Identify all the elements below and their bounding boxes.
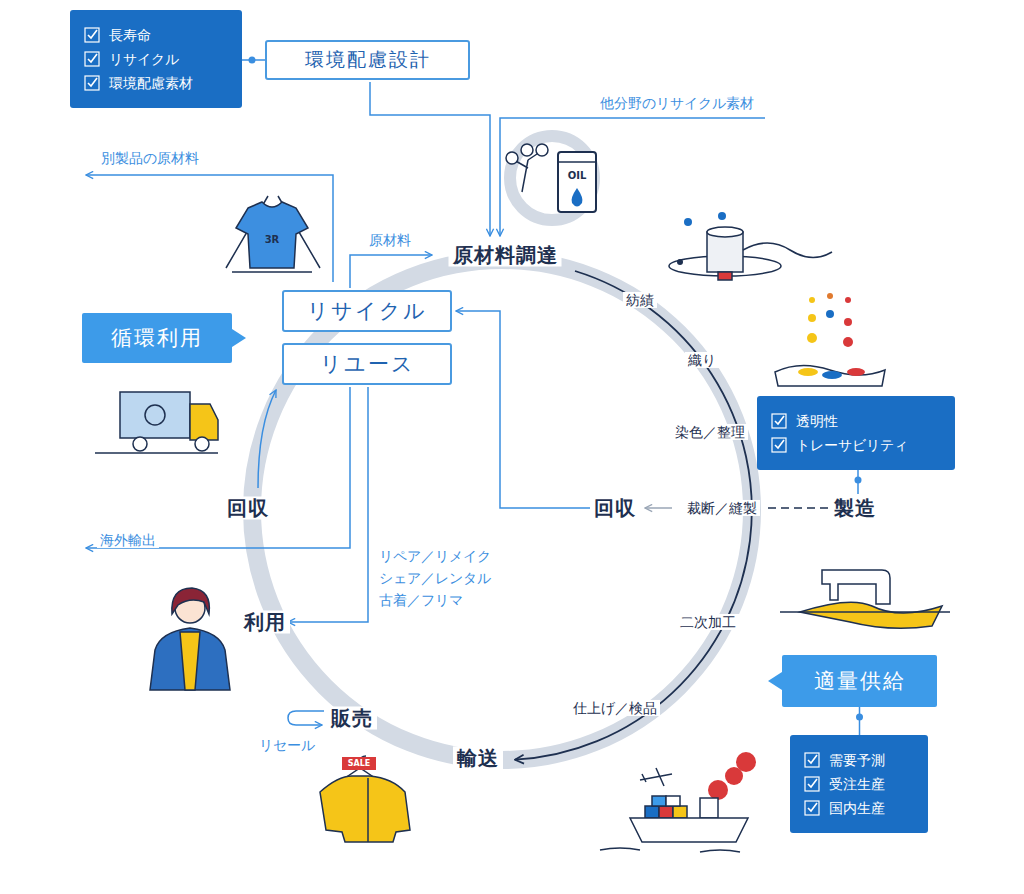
note-label: 他分野のリサイクル素材 [597, 95, 757, 111]
step-label: 紡績 [623, 292, 657, 308]
truck [95, 392, 218, 453]
sewing-machine [780, 570, 950, 628]
checklist-box: 長寿命リサイクル環境配慮素材 [70, 10, 242, 108]
shirt-text: 3R [265, 234, 280, 246]
checkbox-icon [804, 776, 820, 792]
box-text: 適量供給 [814, 667, 906, 695]
note-label: リセール [256, 737, 318, 753]
check-text: 長寿命 [109, 23, 151, 47]
check-row: リサイクル [84, 47, 179, 71]
check-row: 国内生産 [804, 796, 885, 820]
checkbox-icon [771, 437, 787, 453]
cycle-ring [252, 260, 752, 760]
box-text: リユース [320, 350, 415, 378]
step-label: 織り [685, 352, 719, 368]
cotton-oil [506, 144, 596, 212]
shirt-3r [226, 196, 320, 272]
check-row: 需要予測 [804, 748, 885, 772]
stage-label: 回収 [590, 497, 640, 520]
checklist-box: 需要予測受注生産国内生産 [790, 735, 928, 833]
callout-pointer [232, 329, 246, 347]
callout-box: 適量供給 [782, 655, 937, 707]
design-box: 環境配慮設計 [265, 40, 470, 80]
connector-dot [856, 714, 863, 721]
note-label: リペア／リメイク [376, 548, 494, 564]
stage-label: 輸送 [453, 747, 503, 770]
stage-label: 製造 [830, 497, 880, 520]
hoodie-sale [320, 756, 410, 842]
note-label: シェア／レンタル [376, 570, 494, 586]
stage-label: 利用 [240, 611, 290, 634]
reuse-box: リユース [282, 343, 452, 385]
step-label: 裁断／縫製 [684, 500, 760, 516]
checkbox-icon [84, 51, 100, 67]
callout-box: 循環利用 [82, 313, 232, 363]
check-text: 受注生産 [829, 772, 885, 796]
note-label: 原材料 [366, 232, 414, 248]
connector [859, 707, 861, 735]
check-row: 透明性 [771, 409, 838, 433]
check-text: トレーサビリティ [796, 433, 908, 457]
cargo-ship [600, 752, 756, 852]
check-row: トレーサビリティ [771, 433, 908, 457]
checkbox-icon [84, 27, 100, 43]
check-text: 国内生産 [829, 796, 885, 820]
callout-pointer [768, 672, 782, 690]
box-text: 循環利用 [111, 324, 203, 352]
box-text: リサイクル [307, 297, 427, 325]
step-label: 染色／整理 [672, 424, 748, 440]
check-text: リサイクル [109, 47, 179, 71]
checkbox-icon [771, 413, 787, 429]
check-row: 長寿命 [84, 23, 151, 47]
yarn-spool [669, 212, 832, 280]
step-label: 二次加工 [677, 614, 739, 630]
box-text: 環境配慮設計 [305, 47, 431, 73]
recycle-box: リサイクル [282, 290, 452, 332]
check-text: 環境配慮素材 [109, 71, 193, 95]
checkbox-icon [804, 752, 820, 768]
checkbox-icon [804, 800, 820, 816]
woman-figure [150, 588, 230, 690]
check-row: 受注生産 [804, 772, 885, 796]
tag-text: SALE [348, 759, 371, 768]
stage-label: 回収 [223, 497, 273, 520]
connector-dot [249, 57, 256, 64]
dashed-link [768, 507, 828, 509]
drum-text: OIL [568, 170, 587, 182]
checkbox-icon [84, 75, 100, 91]
note-label: 別製品の原材料 [98, 150, 202, 166]
check-row: 環境配慮素材 [84, 71, 193, 95]
note-label: 海外輸出 [97, 532, 159, 548]
check-text: 需要予測 [829, 748, 885, 772]
dye-fabric [775, 293, 885, 386]
check-text: 透明性 [796, 409, 838, 433]
flow-arrows [86, 82, 862, 725]
step-label: 仕上げ／検品 [570, 700, 660, 716]
stage-label: 原材料調達 [449, 244, 562, 267]
back-arrow [645, 507, 672, 509]
stage-label: 販売 [327, 707, 377, 730]
checklist-box: 透明性トレーサビリティ [757, 396, 955, 470]
note-label: 古着／フリマ [376, 592, 466, 608]
